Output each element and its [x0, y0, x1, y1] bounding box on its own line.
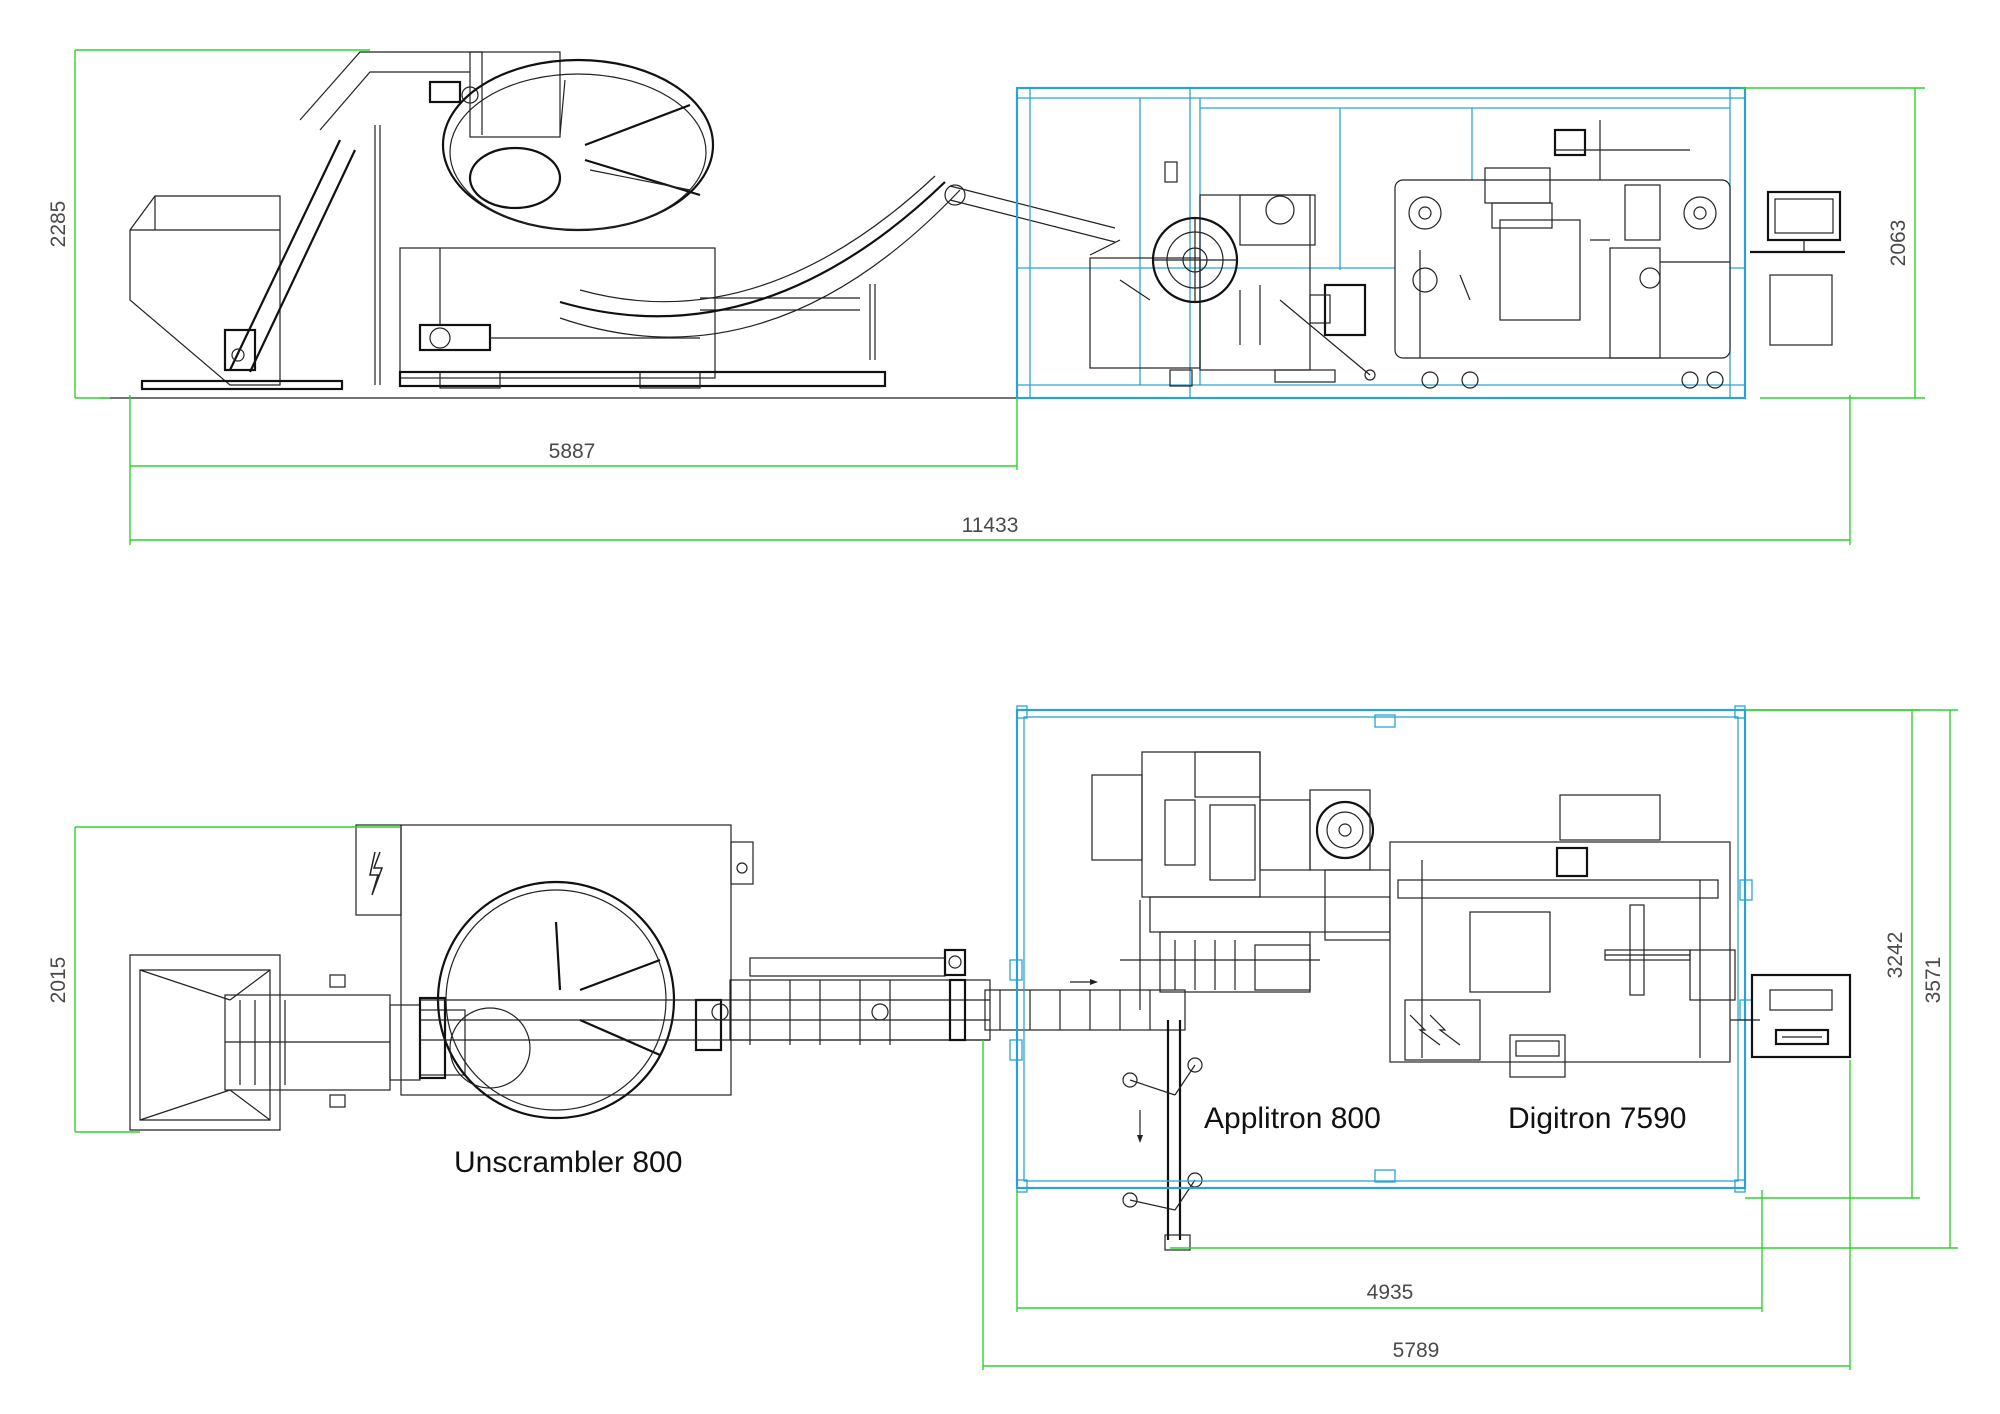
side-digitron	[1394, 120, 1731, 389]
side-applitron	[1089, 161, 1376, 387]
dim-3571: 3571	[1922, 957, 1945, 1004]
side-dimensions	[74, 49, 1925, 545]
side-hopper	[129, 195, 344, 391]
top-dimensions	[74, 709, 1958, 1370]
dim-2285: 2285	[47, 201, 70, 248]
dim-3242: 3242	[1884, 932, 1907, 979]
side-unscrambler-bowl	[398, 51, 887, 389]
side-curved-conveyor	[559, 175, 1116, 360]
top-unscrambler	[355, 824, 990, 1120]
dim-4935: 4935	[1367, 1281, 1414, 1304]
side-monitor-station	[1750, 190, 1845, 346]
dim-11433: 11433	[962, 514, 1019, 537]
top-digitron	[1389, 794, 1760, 1078]
dim-5789: 5789	[1393, 1339, 1440, 1362]
label-unscrambler: Unscrambler 800	[454, 1146, 682, 1179]
label-digitron: Digitron 7590	[1508, 1102, 1686, 1135]
top-view: 2015 3242 3571 4935 5789 Unscrambler 800…	[47, 705, 1958, 1370]
top-operator-panel	[1750, 973, 1852, 1059]
side-view: 2285 2063 5887 11433	[47, 49, 1925, 545]
top-conveyor	[711, 948, 1186, 1045]
label-applitron: Applitron 800	[1204, 1102, 1381, 1135]
dim-2063: 2063	[1887, 220, 1910, 267]
dim-2015: 2015	[47, 957, 70, 1004]
top-enclosure-frame	[1009, 705, 1753, 1193]
dim-5887: 5887	[549, 440, 596, 463]
top-hopper	[129, 954, 466, 1131]
side-elevator	[223, 51, 483, 385]
top-discharge-conveyor	[1122, 1020, 1203, 1251]
top-applitron	[1091, 751, 1391, 1010]
